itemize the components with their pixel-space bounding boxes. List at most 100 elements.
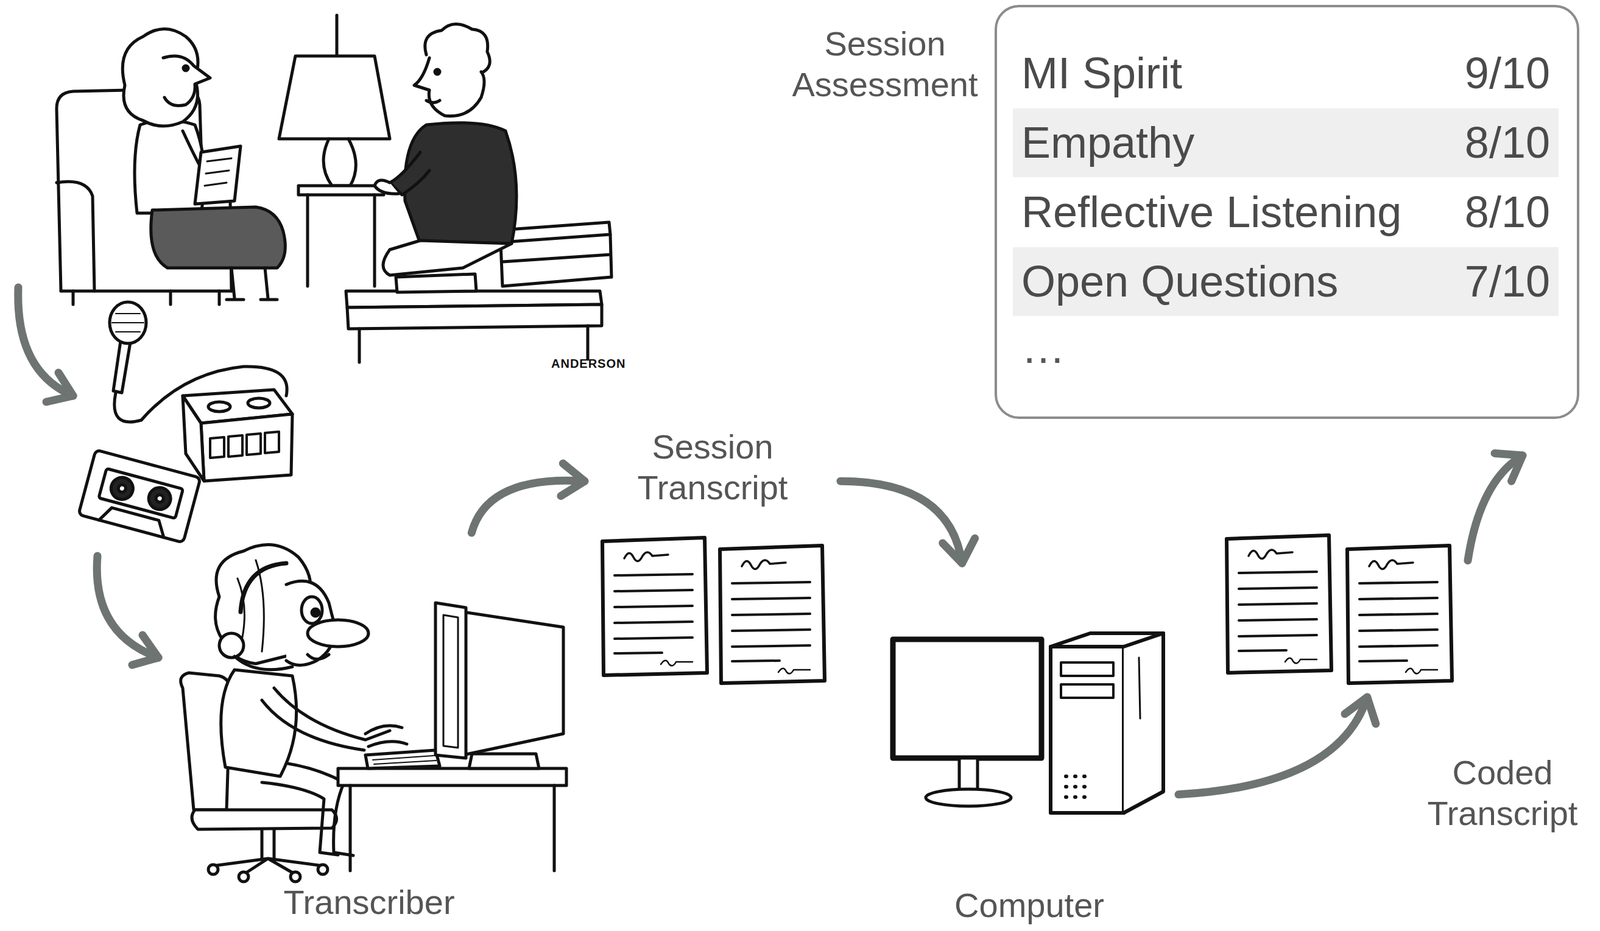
therapy-cartoon-part [389, 152, 430, 195]
transcriber-figure-part [307, 654, 329, 660]
tape-recorder-part [112, 313, 144, 332]
cassette-part [108, 475, 136, 502]
transcriber-figure-part [301, 596, 323, 624]
transcriber-figure-part [219, 633, 244, 658]
transcriber-figure-part [274, 688, 390, 741]
transcriber-figure-part [191, 810, 337, 830]
therapy-cartoon-part [335, 15, 339, 57]
computer-figure-part [959, 758, 978, 792]
score-name: MI Spirit [1021, 48, 1183, 99]
transcriber-figure-part [307, 620, 369, 647]
computer-figure-part [1065, 776, 1085, 798]
coded-pages-part [1226, 535, 1332, 674]
transcriber-figure-part [238, 872, 249, 882]
node-label: Transcriber [283, 881, 455, 923]
arrow-head [1344, 697, 1376, 725]
arrow-head [1494, 453, 1523, 482]
flow-arrow-part [46, 372, 74, 402]
transcriber-figure-part [208, 864, 219, 875]
coded-transcript-node: Coded Transcript [1221, 526, 1459, 689]
score-value: 8/10 [1464, 117, 1551, 169]
therapy-cartoon-part [383, 240, 512, 276]
computer-figure-part [1050, 646, 1124, 814]
transcriber-figure-part [443, 615, 459, 748]
flow-arrow [1467, 453, 1523, 561]
panel-heading: Session Assessment [781, 23, 989, 105]
label-holder: … [1021, 322, 1066, 374]
transcriber-figure-part [213, 858, 323, 875]
score-row: Empathy8/10 [1012, 108, 1559, 178]
transcript-pages [602, 537, 825, 684]
arrow-head [942, 538, 976, 564]
therapy-cartoon-part [151, 207, 286, 268]
score-value: 8/10 [1464, 186, 1551, 238]
node-label: Coded Transcript [1414, 752, 1591, 834]
therapy-cartoon-part [163, 56, 211, 106]
therapy-cartoon-part [404, 123, 517, 244]
computer-figure-part [1060, 684, 1114, 698]
therapy-cartoon-part [434, 69, 440, 75]
flow-arrow [471, 463, 585, 533]
coded-pages [1226, 535, 1452, 684]
therapy-cartoon-part [194, 146, 241, 205]
tape-recorder-part [247, 398, 270, 409]
therapy-cartoon-part [73, 291, 220, 305]
computer-figure-part [1138, 657, 1141, 719]
score-row: Reflective Listening 8/10 [1012, 177, 1559, 247]
arrow-curve [840, 481, 963, 564]
transcriber-figure [180, 545, 567, 882]
computer-figure-part [892, 639, 1042, 759]
therapy-cartoon-part [347, 304, 602, 329]
cassette-part [146, 485, 173, 513]
therapy-cartoon-part [500, 234, 612, 287]
transcriber-figure-part [311, 609, 320, 617]
transcriber-figure-part [462, 612, 564, 756]
more-indicator: … [1021, 322, 1066, 374]
computer-node: Computer [889, 572, 1170, 926]
transcriber-node: Transcriber [168, 542, 571, 923]
flow-arrow [840, 481, 976, 564]
therapy-cartoon-part [414, 57, 485, 117]
cassette-part [78, 450, 201, 543]
transcriber-figure-part [261, 829, 275, 859]
therapy-cartoon-part [56, 181, 95, 292]
coded-pages-part [1347, 545, 1452, 684]
cassette [78, 450, 201, 543]
transcriber-figure-part [261, 782, 339, 856]
flow-arrow [1178, 697, 1376, 795]
transcript-pages-part [719, 545, 825, 684]
node-label: Computer [954, 884, 1105, 926]
flow-arrow-part [132, 635, 159, 666]
therapy-cartoon-part [323, 138, 356, 186]
therapy-cartoon-part [60, 289, 232, 293]
transcriber-figure-part [317, 864, 328, 875]
transcriber-figure-part [290, 872, 301, 882]
artist-signature: ANDERSON [551, 356, 626, 371]
computer-figure-part [925, 789, 1012, 807]
label-holder: ANDERSON [551, 356, 626, 371]
score-row: Open Questions7/10 [1012, 247, 1559, 317]
transcriber-figure-part [261, 700, 365, 751]
therapy-cartoon-part [226, 267, 278, 300]
tape-recorder-part [182, 395, 205, 482]
therapy-cartoon-part [204, 158, 232, 186]
computer-figure [892, 633, 1164, 814]
score-row: MI Spirit 9/10 [1012, 38, 1559, 108]
therapy-cartoon-part [183, 65, 189, 71]
node-label: Session Transcript [612, 426, 814, 508]
cassette-part [117, 484, 127, 494]
score-name: Reflective Listening [1021, 186, 1402, 238]
score-value: 9/10 [1464, 48, 1551, 99]
assessment-panel: Session AssessmentMI Spirit9/10Empathy8/… [994, 4, 1580, 420]
transcriber-figure-part [365, 725, 407, 747]
transcriber-figure-part [365, 750, 440, 769]
transcriber-figure-part [338, 768, 567, 786]
transcriber-figure-part [468, 754, 540, 769]
tape-recorder-part [210, 431, 279, 459]
score-name: Open Questions [1021, 256, 1339, 307]
therapy-cartoon [56, 15, 612, 363]
therapy-cartoon-part [278, 56, 390, 139]
computer-figure-part [1123, 633, 1164, 814]
